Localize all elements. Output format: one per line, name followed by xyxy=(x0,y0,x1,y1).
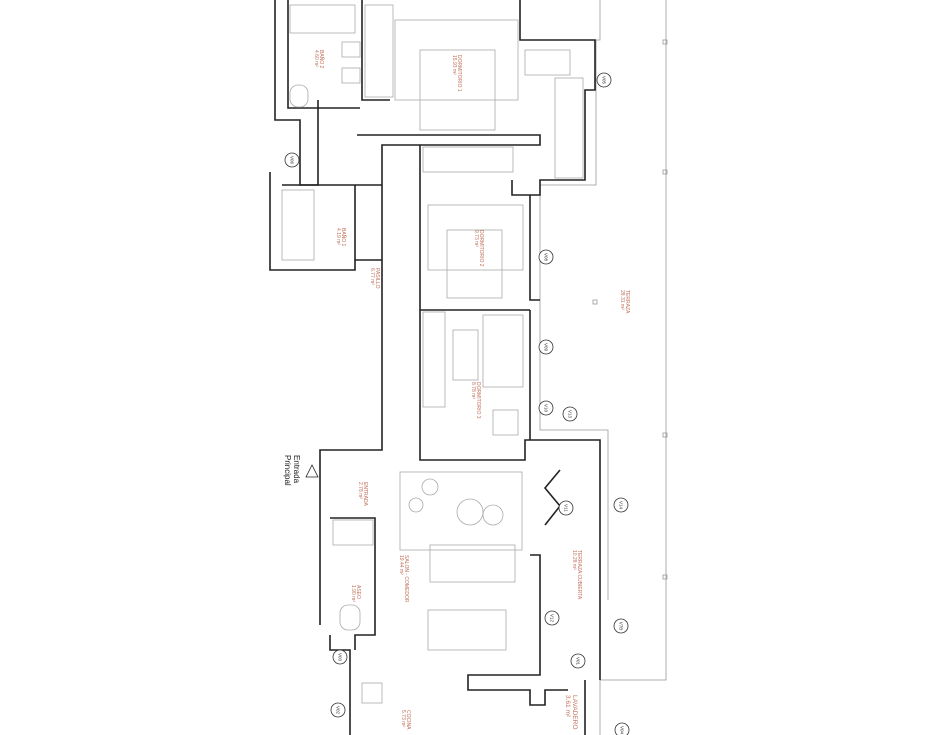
room-name: TERRAZA CUBIERTA xyxy=(576,550,582,600)
room-name: SALON - COMEDOR xyxy=(403,555,409,603)
window-tag: V05 xyxy=(596,72,612,88)
room-area: 28.31 m² xyxy=(619,290,625,310)
room-area: 19.44 m² xyxy=(398,555,404,575)
room-name: DORMITORIO 3 xyxy=(475,382,481,419)
window-tag-text: V05 xyxy=(602,76,607,85)
furniture xyxy=(281,4,584,704)
room-area: 8.78 m² xyxy=(470,382,476,399)
room-name: PASILLO xyxy=(374,268,380,289)
window-tag-text: V13 xyxy=(568,410,573,419)
room-label: DORMITORIO 115.93 m² xyxy=(451,55,462,92)
window-tag: V12 xyxy=(544,610,560,626)
room-name: ENTRADA xyxy=(362,482,368,507)
room-area: 9.73 m² xyxy=(473,230,479,247)
window-tag: V11 xyxy=(558,500,574,516)
room-area: 15.93 m² xyxy=(451,55,457,75)
entrance-label-1: Entrada xyxy=(292,455,301,484)
window-tag: V10 xyxy=(538,400,554,416)
window-tag-text: V08 xyxy=(544,253,549,262)
window-tag: V06 xyxy=(284,152,300,168)
window-tag: V13 xyxy=(562,406,578,422)
room-area: 5.73 m² xyxy=(400,710,406,727)
window-tag-text: V11 xyxy=(564,504,569,512)
room-name: TERRAZA xyxy=(624,290,630,314)
window-tag-text: V09 xyxy=(544,343,549,352)
room-label: BAÑO 24.60 m² xyxy=(313,50,325,69)
window-tag: V01 xyxy=(570,653,586,669)
window-tag: V09 xyxy=(538,339,554,355)
window-tag-text: V7B xyxy=(619,622,624,631)
room-area: 4.19 m² xyxy=(335,228,341,245)
window-tag-text: V12 xyxy=(550,614,555,623)
room-name: DORMITORIO 1 xyxy=(456,55,462,92)
window-tag: V7B xyxy=(613,618,629,634)
room-name: COCINA xyxy=(405,710,411,730)
window-tag-text: V02 xyxy=(336,706,341,715)
room-name: BAÑO 2 xyxy=(318,50,325,69)
room-area: 10.28 m² xyxy=(571,550,577,570)
room-name: BAÑO 1 xyxy=(340,228,347,247)
room-area: 4.60 m² xyxy=(313,50,319,67)
room-label: DORMITORIO 29.73 m² xyxy=(473,230,484,267)
room-area: 2.78 m² xyxy=(357,482,363,499)
main-entrance: Entrada Principal xyxy=(283,455,319,486)
entrance-arrow-icon xyxy=(305,464,319,478)
window-tag-text: V03 xyxy=(338,653,343,662)
entrance-label-2: Principal xyxy=(283,455,292,486)
window-tag: V02 xyxy=(330,702,346,718)
window-tag: V08 xyxy=(538,249,554,265)
window-tag-text: V14 xyxy=(619,501,624,510)
room-name: LAVADERO xyxy=(571,695,578,729)
window-tag-text: V06 xyxy=(290,156,295,165)
window-tag: V03 xyxy=(332,649,348,665)
room-area: 6.77 m² xyxy=(369,268,375,285)
room-labels: BAÑO 24.60 m² DORMITORIO 115.93 m² BAÑO … xyxy=(313,50,630,730)
window-tag-text: V04 xyxy=(620,726,625,735)
room-area: 1.90 m² xyxy=(350,585,356,602)
room-label: BAÑO 14.19 m² xyxy=(335,228,347,247)
window-tag: V04 xyxy=(614,722,630,735)
room-area: 3.61 m² xyxy=(564,695,571,718)
window-tags: V05 V06 V08 V09 V10 V13 V11 V14 V12 V7B … xyxy=(284,72,630,735)
terrace-outline xyxy=(539,0,668,735)
window-tag-text: V01 xyxy=(576,657,581,666)
walls xyxy=(269,0,601,735)
window-tag-text: V10 xyxy=(544,404,549,413)
room-name: ASEO xyxy=(355,585,361,599)
window-tag: V14 xyxy=(613,497,629,513)
room-label: DORMITORIO 38.78 m² xyxy=(470,382,481,419)
room-name: DORMITORIO 2 xyxy=(478,230,484,267)
